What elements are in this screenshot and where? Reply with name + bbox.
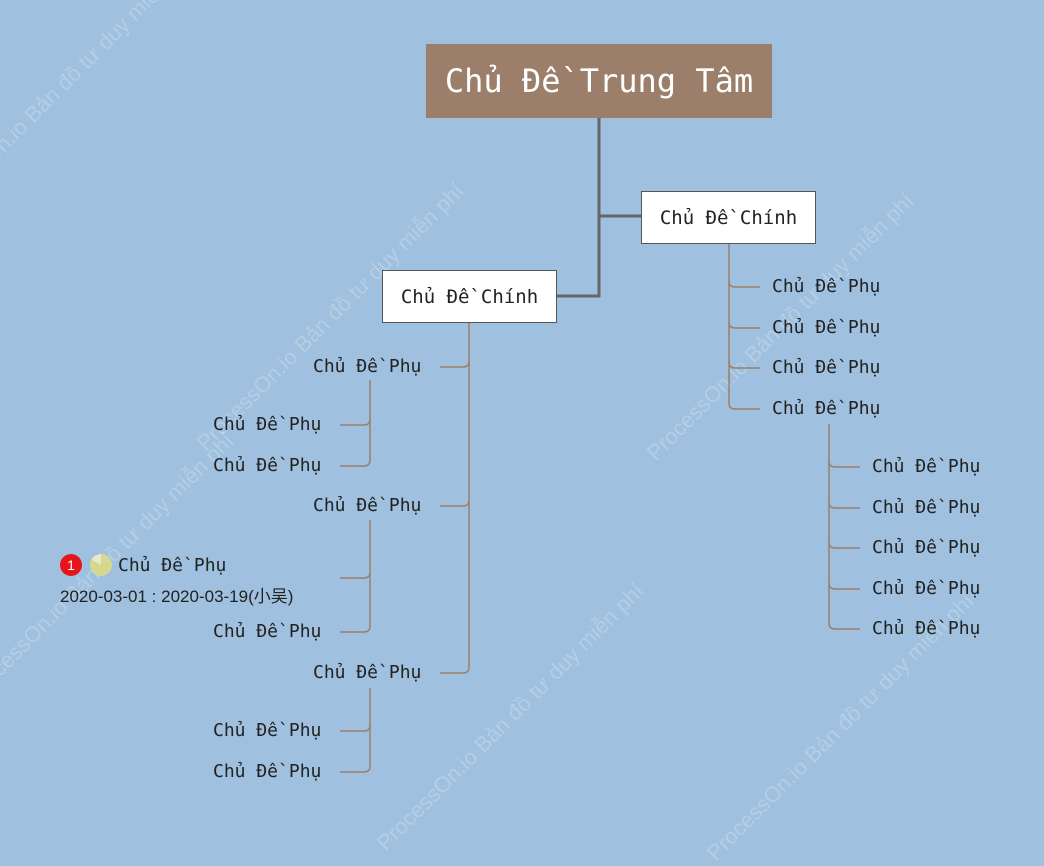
trunk-connector [556, 118, 601, 298]
connector [828, 583, 860, 630]
progress-pie-icon [90, 554, 112, 576]
connector [340, 419, 371, 467]
subtopic[interactable]: Chủ Đề Phụ [213, 761, 322, 782]
connector [828, 542, 860, 590]
connector [728, 362, 760, 410]
subtopic[interactable]: Chủ Đề Phụ [872, 578, 981, 599]
main-topic-label: Chủ Đề Chính [659, 206, 798, 229]
connector [340, 725, 371, 773]
subtopic[interactable]: Chủ Đề Phụ [872, 537, 981, 558]
connector [728, 281, 760, 329]
subtopic[interactable]: Chủ Đề Phụ [772, 317, 881, 338]
connector [340, 520, 371, 579]
connector [828, 461, 860, 509]
priority-badge: 1 [60, 554, 82, 576]
subtopic[interactable]: Chủ Đề Phụ [213, 621, 322, 642]
subtopic[interactable]: Chủ Đề Phụ [313, 495, 422, 516]
connector [728, 243, 760, 288]
connector [340, 572, 371, 633]
subtopic[interactable]: Chủ Đề Phụ [313, 662, 422, 683]
subtopic[interactable]: Chủ Đề Phụ [872, 456, 981, 477]
task-label: Chủ Đề Phụ [118, 554, 227, 576]
connector [828, 502, 860, 549]
central-topic[interactable]: Chủ Đề Trung Tâm [426, 44, 772, 118]
subtopic[interactable]: Chủ Đề Phụ [772, 276, 881, 297]
subtopic[interactable]: Chủ Đề Phụ [213, 720, 322, 741]
connector [440, 322, 470, 368]
main-topic-left[interactable]: Chủ Đề Chính [382, 270, 557, 323]
subtopic[interactable]: Chủ Đề Phụ [872, 497, 981, 518]
subtopic[interactable]: Chủ Đề Phụ [213, 414, 322, 435]
main-topic-label: Chủ Đề Chính [400, 285, 539, 308]
subtopic[interactable]: Chủ Đề Phụ [872, 618, 981, 639]
connector [728, 322, 760, 369]
connector [340, 688, 371, 732]
subtopic[interactable]: Chủ Đề Phụ [772, 398, 881, 419]
subtopic[interactable]: Chủ Đề Phụ [213, 455, 322, 476]
connector [440, 361, 470, 507]
connector [440, 500, 470, 674]
task-subtopic[interactable]: 1 Chủ Đề Phụ 2020-03-01 : 2020-03-19(小吴) [60, 554, 293, 607]
connector [828, 424, 860, 468]
subtopic[interactable]: Chủ Đề Phụ [772, 357, 881, 378]
connector-lines [340, 118, 860, 773]
connector [340, 380, 371, 426]
task-dates: 2020-03-01 : 2020-03-19(小吴) [60, 587, 294, 606]
central-topic-label: Chủ Đề Trung Tâm [444, 62, 754, 100]
main-topic-right[interactable]: Chủ Đề Chính [641, 191, 816, 244]
subtopic[interactable]: Chủ Đề Phụ [313, 356, 422, 377]
